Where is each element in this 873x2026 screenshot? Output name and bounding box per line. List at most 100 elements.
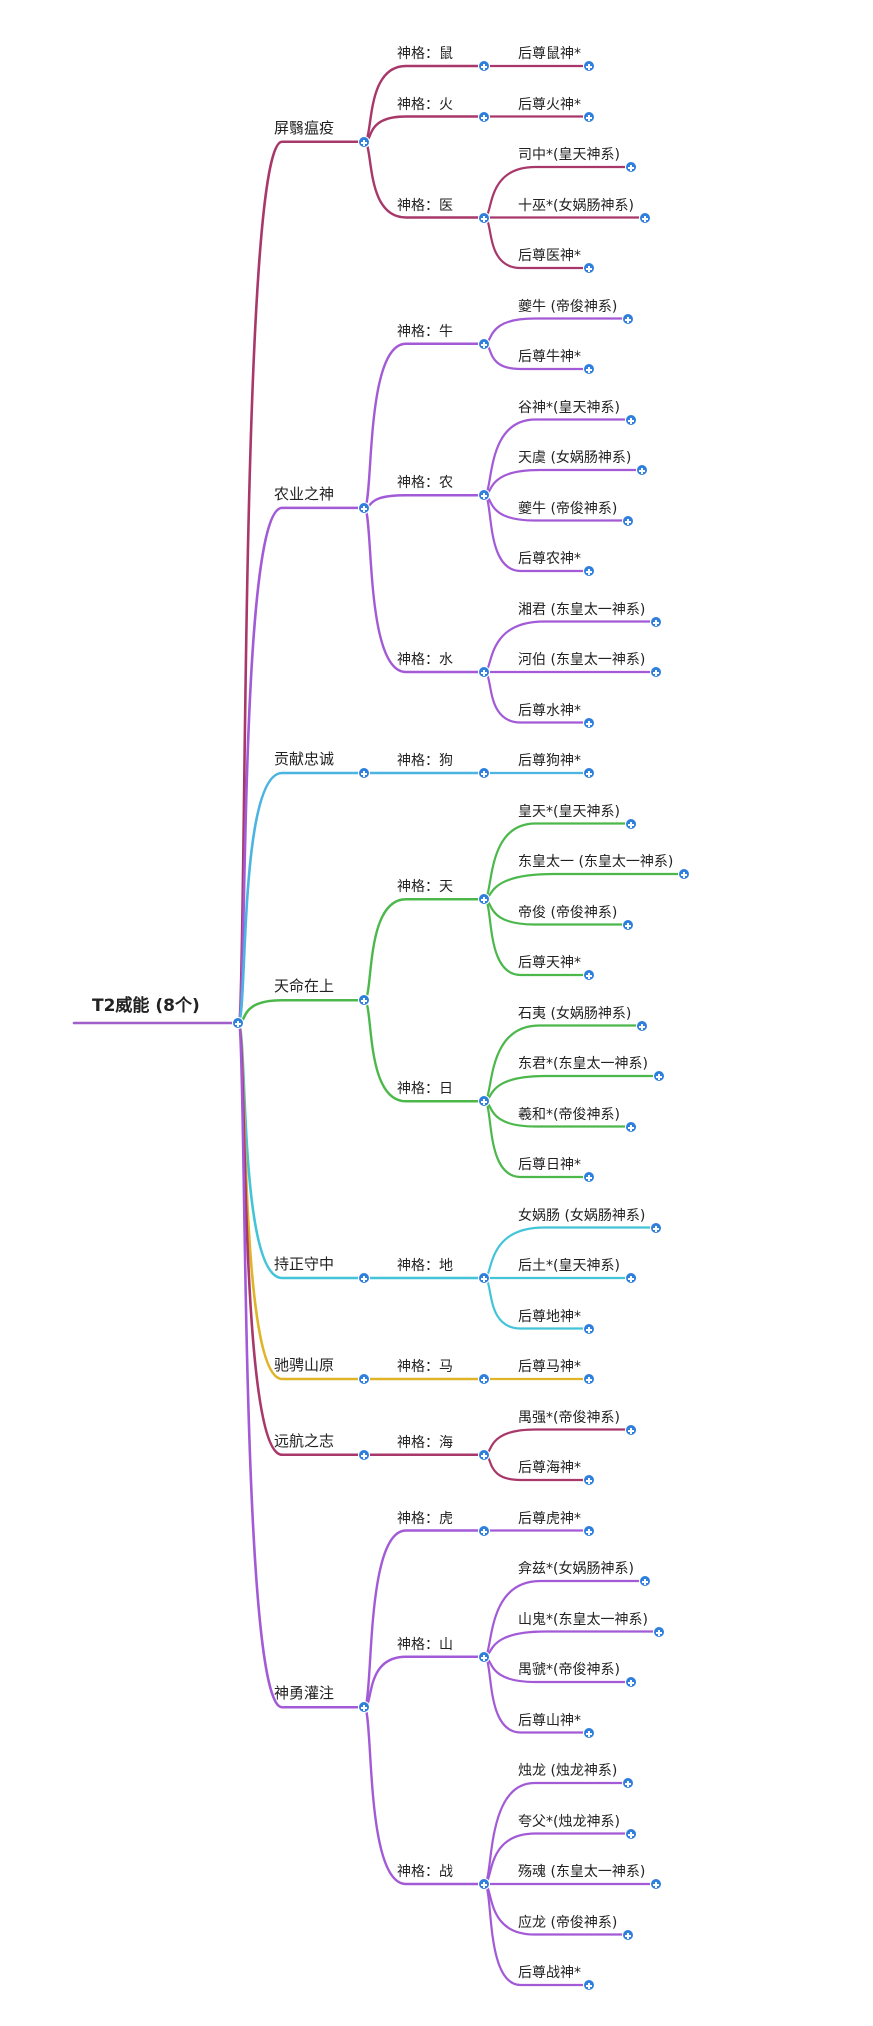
expand-knob-icon[interactable]: [583, 1171, 595, 1183]
expand-knob-icon[interactable]: [358, 501, 370, 514]
expand-knob-icon[interactable]: [583, 363, 595, 375]
expand-knob-icon[interactable]: [358, 994, 370, 1007]
expand-knob-icon[interactable]: [636, 1019, 648, 1032]
expand-knob-icon[interactable]: [639, 1575, 651, 1587]
expand-knob-icon[interactable]: [478, 110, 490, 123]
leaf-connector: [482, 872, 686, 901]
expand-knob-icon[interactable]: [622, 312, 634, 325]
expand-knob-icon[interactable]: [232, 1017, 244, 1029]
expand-knob-icon[interactable]: [625, 1272, 637, 1284]
expand-knob-icon[interactable]: [625, 161, 637, 173]
expand-knob-icon[interactable]: [583, 1979, 595, 1991]
expand-knob-icon[interactable]: [622, 1777, 634, 1789]
expand-knob-icon[interactable]: [478, 211, 490, 224]
leaf-label: 天虞 (女娲肠神系): [518, 450, 632, 466]
expand-knob-icon[interactable]: [583, 1322, 595, 1335]
expand-knob-icon[interactable]: [583, 767, 595, 779]
expand-knob-icon[interactable]: [653, 1625, 665, 1638]
expand-knob-icon[interactable]: [622, 1928, 634, 1941]
expand-knob-icon[interactable]: [583, 1726, 595, 1739]
expand-knob-icon[interactable]: [478, 60, 490, 72]
expand-knob-icon[interactable]: [583, 60, 595, 72]
group-label: 神格：马: [397, 1359, 453, 1375]
expand-knob-icon[interactable]: [478, 1448, 490, 1461]
expand-knob-icon[interactable]: [625, 1827, 637, 1840]
expand-knob-icon[interactable]: [583, 1373, 595, 1385]
leaf-label: 后尊狗神*: [518, 753, 581, 769]
expand-knob-icon[interactable]: [650, 1878, 662, 1890]
leaf-connector: [482, 468, 644, 497]
expand-knob-icon[interactable]: [639, 211, 651, 224]
expand-knob-icon[interactable]: [625, 413, 637, 426]
leaf-label: 禺虢*(帝俊神系): [518, 1662, 620, 1678]
expand-knob-icon[interactable]: [583, 1524, 595, 1537]
group-label: 神格：火: [397, 96, 453, 113]
expand-knob-icon[interactable]: [358, 1448, 370, 1461]
leaf-label: 东皇太一 (东皇太一神系): [518, 854, 674, 870]
expand-knob-icon[interactable]: [636, 464, 648, 476]
branch-connector: [236, 140, 366, 1025]
expand-knob-icon[interactable]: [478, 1095, 490, 1108]
expand-knob-icon[interactable]: [478, 489, 490, 502]
expand-knob-icon[interactable]: [583, 969, 595, 981]
expand-knob-icon[interactable]: [622, 918, 634, 931]
expand-knob-icon[interactable]: [650, 615, 662, 628]
group-label: 神格：水: [397, 652, 453, 668]
branch-label: 贡献忠诚: [274, 750, 335, 768]
expand-knob-icon[interactable]: [583, 1474, 595, 1486]
expand-knob-icon[interactable]: [358, 1373, 370, 1385]
branch-label: 持正守中: [274, 1255, 335, 1273]
group-connector: [362, 898, 486, 1002]
leaf-label: 东君*(东皇太一神系): [518, 1056, 648, 1072]
expand-knob-icon[interactable]: [478, 1524, 490, 1537]
group-label: 神格：医: [397, 197, 453, 214]
leaf-label: 后尊虎神*: [518, 1510, 581, 1527]
leaf-label: 应龙 (帝俊神系): [518, 1914, 618, 1931]
expand-knob-icon[interactable]: [625, 817, 637, 830]
expand-knob-icon[interactable]: [583, 716, 595, 729]
leaf-label: 后尊医神*: [518, 248, 581, 264]
expand-knob-icon[interactable]: [478, 1650, 490, 1663]
group-label: 神格：地: [397, 1258, 453, 1274]
group-label: 神格：日: [397, 1081, 453, 1098]
group-connector: [362, 494, 486, 510]
expand-knob-icon[interactable]: [583, 565, 595, 577]
expand-knob-icon[interactable]: [583, 262, 595, 274]
expand-knob-icon[interactable]: [478, 337, 490, 350]
leaf-label: 后尊农神*: [518, 551, 581, 567]
expand-knob-icon[interactable]: [478, 1373, 490, 1385]
expand-knob-icon[interactable]: [358, 1701, 370, 1714]
leaf-connector: [482, 1630, 661, 1658]
expand-knob-icon[interactable]: [478, 1878, 490, 1890]
expand-knob-icon[interactable]: [583, 110, 595, 123]
group-label: 神格：狗: [397, 753, 453, 769]
expand-knob-icon[interactable]: [478, 666, 490, 678]
expand-knob-icon[interactable]: [625, 1423, 637, 1436]
branch-connector: [236, 1021, 366, 1709]
leaf-label: 谷神*(皇天神系): [518, 399, 620, 416]
expand-knob-icon[interactable]: [358, 135, 370, 148]
expand-knob-icon[interactable]: [678, 868, 690, 880]
leaf-label: 后尊日神*: [518, 1157, 581, 1173]
leaf-label: 女娲肠 (女娲肠神系): [518, 1207, 646, 1224]
group-label: 神格：牛: [397, 323, 453, 340]
branch-connector: [236, 1021, 366, 1381]
expand-knob-icon[interactable]: [650, 1221, 662, 1234]
leaf-connector: [482, 1428, 633, 1456]
expand-knob-icon[interactable]: [625, 1120, 637, 1133]
group-label: 神格：虎: [397, 1510, 453, 1527]
leaf-connector: [482, 1074, 661, 1103]
expand-knob-icon[interactable]: [478, 1272, 490, 1284]
branch-label: 农业之神: [274, 484, 335, 503]
expand-knob-icon[interactable]: [625, 1676, 637, 1688]
expand-knob-icon[interactable]: [653, 1070, 665, 1082]
expand-knob-icon[interactable]: [650, 666, 662, 678]
branch-label: 驰骋山原: [274, 1356, 335, 1374]
expand-knob-icon[interactable]: [478, 767, 490, 779]
leaf-label: 皇天*(皇天神系): [518, 803, 620, 820]
expand-knob-icon[interactable]: [358, 767, 370, 779]
expand-knob-icon[interactable]: [622, 514, 634, 527]
expand-knob-icon[interactable]: [478, 893, 490, 906]
group-connector: [362, 1655, 486, 1709]
expand-knob-icon[interactable]: [358, 1272, 370, 1284]
